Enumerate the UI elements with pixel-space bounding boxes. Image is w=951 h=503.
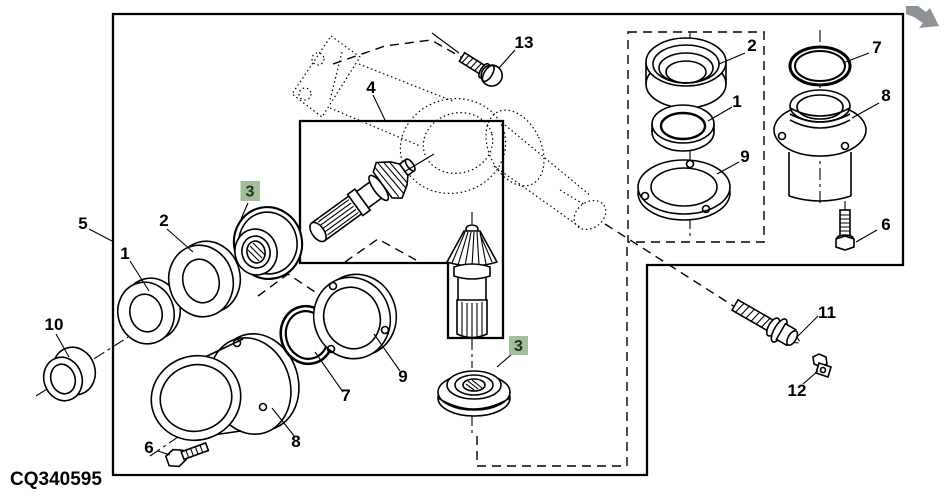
callout-3-text: 3 [246,184,255,201]
callout-11[interactable]: 11 [818,303,836,322]
part-3-bearing-assembly-upper [232,206,304,280]
callout-13[interactable]: 13 [515,33,534,52]
callout-3-highlighted-upper[interactable]: 3 [240,181,261,201]
detail-part-2-bearing-cup [645,37,727,109]
part-9-gasket-left [312,273,398,360]
callout-2-detail[interactable]: 2 [747,36,756,55]
callout-1-detail[interactable]: 1 [732,92,741,111]
callout-9-detail[interactable]: 9 [740,147,749,166]
callout-3-highlighted-lower[interactable]: 3 [509,336,528,355]
part-13-locator-line [431,32,460,54]
callout-7[interactable]: 7 [341,386,350,405]
arrow-down-right-icon [906,6,939,28]
part-1-washer [116,277,182,345]
callout-2[interactable]: 2 [159,211,168,230]
callout-9[interactable]: 9 [398,367,407,386]
detail-box-dashed [627,31,765,243]
pinion-shaft-horizontal [309,158,416,243]
part-6-bolt-left [164,441,210,468]
diagram-frame [111,12,905,477]
callout-4[interactable]: 4 [366,78,376,97]
detail-part-8-bearing-quill [773,89,867,202]
callout-5[interactable]: 5 [78,214,87,233]
detail-part-1-bearing-cone [651,104,715,152]
part-8-bearing-quill-left [150,332,300,442]
part-10-bushing [42,346,97,402]
next-page-arrow-icon[interactable] [906,6,939,28]
callout-12[interactable]: 12 [788,381,807,400]
part-12-fitting [812,353,832,379]
axle-housing-outline [291,35,607,231]
part-2-washer [167,240,242,318]
callout-labels: 13 4 2 1 9 7 8 6 5 1 2 10 6 8 7 9 11 12 … [45,33,891,457]
leader-lines [55,49,880,456]
callout-8-detail[interactable]: 8 [881,86,890,105]
pinion-shaft-vertical [445,224,499,339]
part-3-bearing-assembly-lower [437,370,511,417]
detail-part-6-bolt [835,209,855,251]
callout-6-detail[interactable]: 6 [881,215,890,234]
callout-6[interactable]: 6 [144,438,153,457]
callout-7-detail[interactable]: 7 [872,38,881,57]
detail-part-9-gasket [637,159,731,221]
inset-box [298,119,505,340]
callout-10[interactable]: 10 [45,315,64,334]
callout-3-text: 3 [514,338,523,355]
callout-1[interactable]: 1 [120,244,129,263]
part-11-bolt [730,298,801,347]
figure-code: CQ340595 [10,469,102,490]
detail-part-7-oring [788,45,852,87]
callout-8[interactable]: 8 [291,432,300,451]
part-13-bolt [458,51,503,87]
highlight-badge[interactable] [509,336,528,355]
highlight-badge[interactable] [240,181,261,201]
